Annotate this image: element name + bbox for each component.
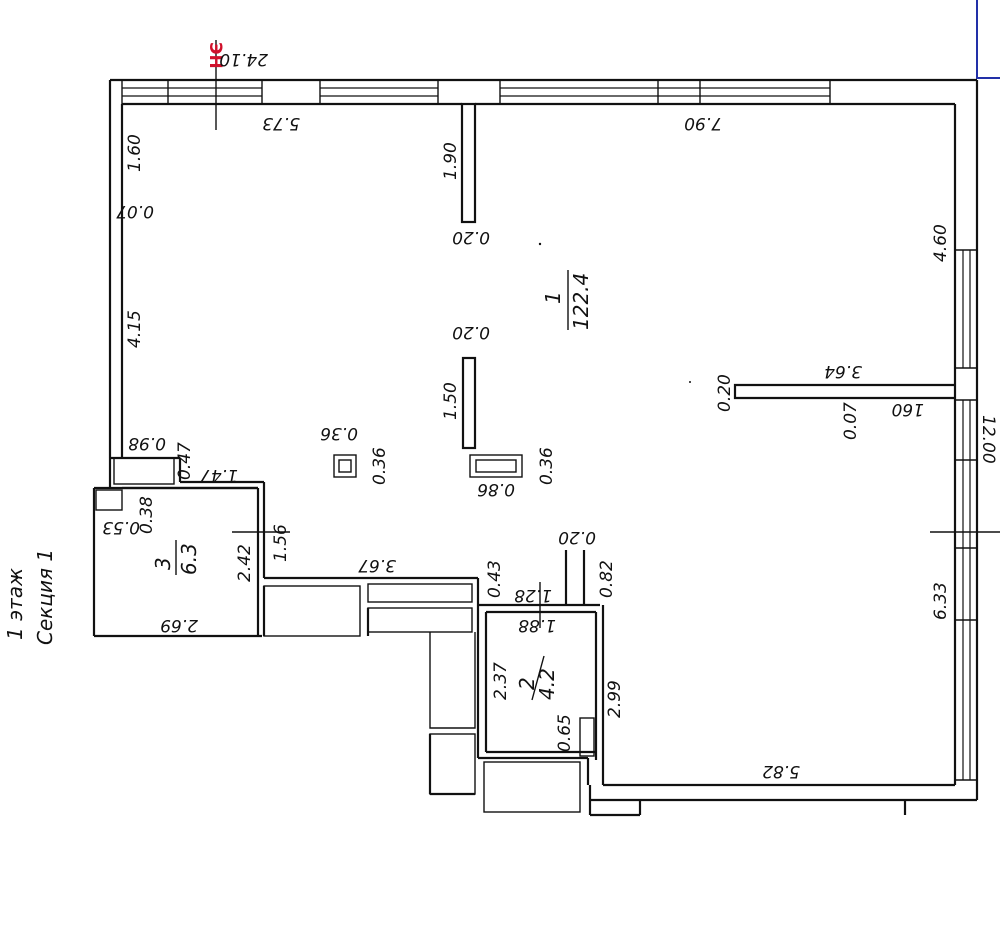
- top-windows: [121, 80, 831, 104]
- room-3-label: 3 6.3: [151, 540, 201, 575]
- dim-r2-299: 2.99: [605, 680, 625, 718]
- section-label: Секция 1: [33, 549, 57, 645]
- dim-overall-height: 12.00: [978, 415, 998, 464]
- dim-wall-a-thk: 0.20: [452, 227, 490, 247]
- dim-bottom: 5.82: [762, 761, 800, 781]
- dim-c-020: 0.20: [558, 527, 596, 547]
- dimension-labels: 24.10 12.00 5.73 7.90 1.60 0.07 4.15 1.9…: [102, 49, 998, 781]
- dim-col-small-h: 0.36: [370, 447, 390, 485]
- room-3-area: 6.3: [177, 543, 201, 575]
- room-1-label: 1 122.4: [541, 270, 593, 330]
- dim-col-center-len: 1.50: [441, 382, 461, 420]
- dim-stub-len: 3.64: [824, 361, 862, 381]
- speck: [689, 381, 691, 383]
- dim-left-mid: 4.15: [125, 310, 145, 348]
- room-2-area: 4.2: [535, 668, 559, 700]
- dim-right-gap: 0.07: [841, 402, 861, 440]
- dim-r3-038: 0.38: [137, 496, 157, 534]
- dim-overall-width: 24.10: [219, 49, 268, 69]
- dim-stub-thk: 0.20: [715, 374, 735, 412]
- dim-r3-242: 2.42: [235, 544, 255, 582]
- dim-left-small: 0.07: [116, 201, 154, 221]
- room-2-label: 2 4.2: [515, 655, 559, 701]
- dim-r3-top: 0.98: [128, 433, 166, 453]
- floor-label: 1 этаж: [3, 568, 27, 640]
- dim-r3-047: 0.47: [175, 442, 195, 480]
- dim-col-small-w: 0.36: [320, 423, 358, 443]
- dim-c-082: 0.82: [597, 560, 617, 598]
- dim-top-left: 5.73: [262, 113, 300, 133]
- dim-wall-a-len: 1.90: [441, 142, 461, 180]
- dim-r3-147: 1.47: [200, 465, 238, 485]
- section-marker: ЭН: [205, 42, 225, 69]
- speck: [538, 242, 542, 246]
- dim-right-lower: 6.33: [931, 582, 951, 620]
- sheet-frame-corner: [976, 0, 1000, 79]
- dim-corridor: 3.67: [358, 555, 396, 575]
- room-3-number: 3: [151, 557, 175, 570]
- dim-col-center-thk: 0.20: [452, 322, 490, 342]
- room-3-walls: [92, 456, 290, 638]
- dim-r2-065: 0.65: [555, 714, 575, 752]
- dim-right-upper: 4.60: [931, 224, 951, 262]
- dim-top-right: 7.90: [684, 113, 722, 133]
- room-2-walls: [476, 605, 605, 813]
- dim-right-160: 160: [892, 399, 924, 419]
- dim-col-wide-w: 0.86: [477, 479, 515, 499]
- outer-walls: [108, 78, 979, 817]
- room-1-area: 122.4: [569, 273, 593, 330]
- dim-c-043: 0.43: [485, 560, 505, 598]
- right-windows: [955, 249, 977, 781]
- dim-left-top: 1.60: [125, 134, 145, 172]
- dim-r3-156: 1.56: [271, 524, 291, 562]
- dim-r2-188: 1.88: [518, 615, 556, 635]
- dim-col-wide-h: 0.36: [537, 447, 557, 485]
- room-1-number: 1: [541, 291, 565, 304]
- room-2-number: 2: [515, 677, 539, 690]
- dim-r3-bottom: 2.69: [160, 615, 198, 635]
- dim-r3-053: 0.53: [102, 517, 140, 537]
- dim-r2-237: 2.37: [491, 662, 511, 700]
- internal-walls: [333, 102, 955, 478]
- dim-c-128: 1.28: [514, 585, 552, 605]
- corridor-walls: [262, 550, 600, 796]
